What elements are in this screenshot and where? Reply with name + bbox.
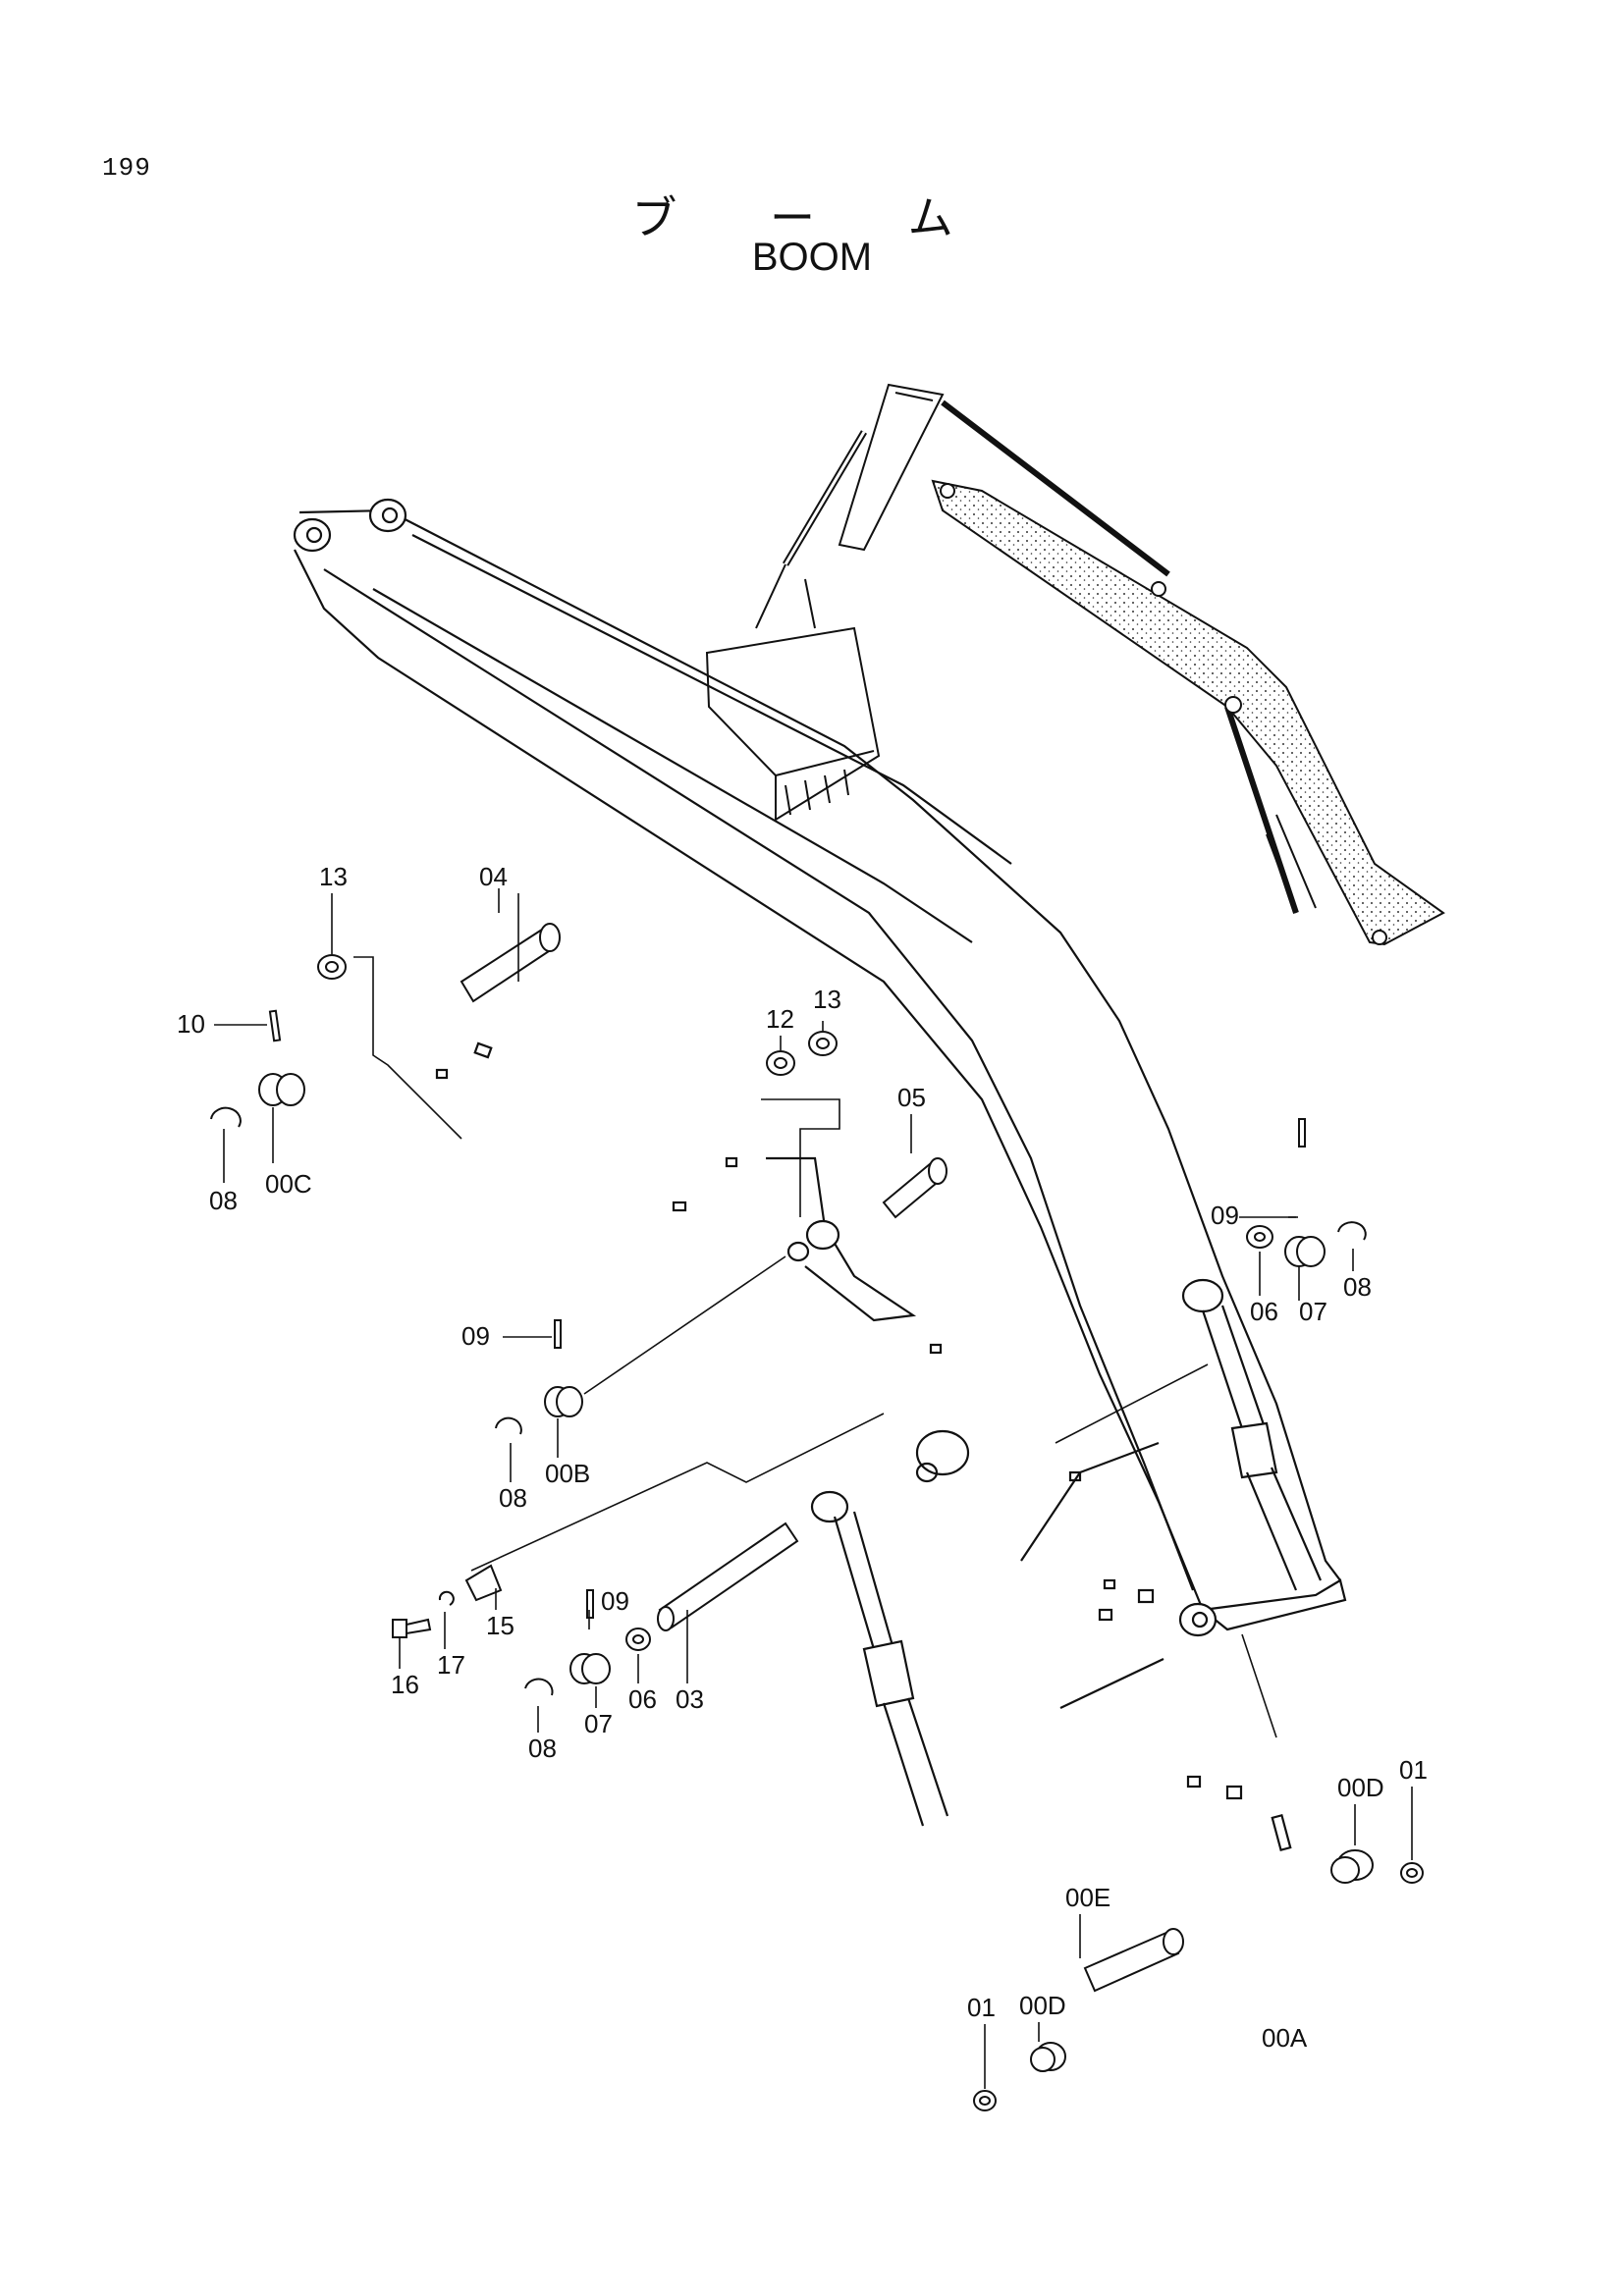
callout-07: 07 bbox=[1299, 1297, 1327, 1326]
callout-05: 05 bbox=[897, 1083, 926, 1112]
callout-12: 12 bbox=[766, 1004, 794, 1034]
callout-09: 09 bbox=[1211, 1201, 1239, 1230]
callout-06: 06 bbox=[1250, 1297, 1278, 1326]
callout-15: 15 bbox=[486, 1611, 514, 1640]
callout-labels: 13 04 10 08 00C 12 13 05 09 06 07 08 09 … bbox=[177, 862, 1428, 2053]
callout-00A: 00A bbox=[1262, 2023, 1308, 2053]
callout-08: 08 bbox=[209, 1186, 238, 1215]
callout-04: 04 bbox=[479, 862, 508, 891]
callout-16: 16 bbox=[391, 1670, 419, 1699]
callout-13: 13 bbox=[813, 985, 841, 1014]
callout-00E: 00E bbox=[1065, 1883, 1110, 1912]
callout-00B: 00B bbox=[545, 1459, 590, 1488]
page-number: 199 bbox=[102, 153, 151, 183]
loose-parts bbox=[210, 923, 1424, 2111]
callout-13: 13 bbox=[319, 862, 348, 891]
callout-03: 03 bbox=[676, 1684, 704, 1714]
callout-07: 07 bbox=[584, 1709, 613, 1738]
leader-lines bbox=[214, 888, 1413, 2089]
callout-01: 01 bbox=[1399, 1755, 1428, 1785]
callout-00D: 00D bbox=[1019, 1991, 1066, 2020]
callout-08: 08 bbox=[1343, 1272, 1372, 1302]
callout-01: 01 bbox=[967, 1993, 996, 2022]
excavator-inset bbox=[705, 383, 1445, 946]
title-english: BOOM bbox=[751, 236, 873, 279]
callout-08: 08 bbox=[528, 1734, 557, 1763]
callout-00D: 00D bbox=[1337, 1773, 1384, 1802]
callout-10: 10 bbox=[177, 1009, 205, 1039]
callout-00C: 00C bbox=[265, 1169, 312, 1199]
title-japanese: ブ ー ム bbox=[631, 191, 993, 244]
boom-cylinders bbox=[810, 1278, 1323, 1827]
boom-assembly bbox=[293, 498, 1347, 1852]
callout-06: 06 bbox=[628, 1684, 657, 1714]
callout-09: 09 bbox=[461, 1321, 490, 1351]
callout-17: 17 bbox=[437, 1650, 465, 1680]
callout-09: 09 bbox=[601, 1586, 629, 1616]
callout-08: 08 bbox=[499, 1483, 527, 1513]
